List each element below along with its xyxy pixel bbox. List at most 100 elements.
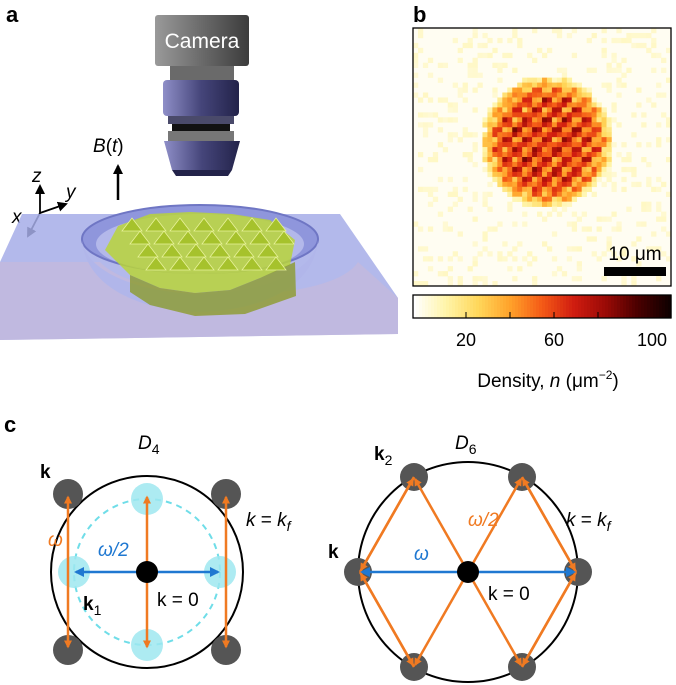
density-pixel — [482, 132, 488, 138]
density-pixel — [522, 77, 528, 83]
density-pixel — [492, 281, 498, 287]
density-pixel — [527, 82, 533, 88]
density-pixel — [631, 171, 637, 178]
density-pixel — [537, 166, 543, 173]
colorbar-cell — [419, 295, 423, 318]
density-pixel — [631, 32, 637, 39]
density-pixel — [581, 166, 587, 173]
density-pixel — [556, 147, 563, 153]
density-pixel — [497, 157, 503, 163]
density-pixel — [596, 142, 602, 148]
density-pixel — [457, 47, 463, 54]
density-pixel — [477, 42, 483, 49]
density-pixel — [432, 157, 439, 163]
density-pixel — [482, 137, 488, 143]
density-pixel — [507, 171, 513, 178]
density-pixel — [566, 196, 573, 202]
density-pixel — [462, 87, 468, 93]
density-pixel — [621, 186, 627, 193]
density-pixel — [532, 122, 538, 128]
density-pixel — [546, 171, 553, 178]
density-pixel — [566, 82, 573, 88]
axis-y-label: y — [64, 182, 77, 203]
density-pixel — [502, 52, 508, 59]
density-pixel — [537, 152, 543, 158]
colorbar-ticks — [465, 312, 599, 318]
density-pixel — [561, 77, 568, 83]
density-pixel — [542, 132, 548, 138]
density-pixel — [507, 176, 513, 183]
density-pixel — [556, 122, 563, 128]
density-pixel — [502, 186, 508, 193]
density-pixel — [606, 62, 612, 68]
density-pixel — [646, 176, 652, 183]
density-pixel — [641, 32, 647, 39]
density-pixel — [656, 201, 662, 207]
cyan-disk — [204, 556, 236, 588]
colorbar-cell — [473, 295, 477, 318]
density-pixel — [561, 186, 568, 193]
density-pixel — [487, 226, 493, 232]
density-pixel — [417, 47, 424, 54]
density-pixel — [621, 176, 627, 183]
density-pixel — [442, 221, 449, 227]
density-pixel — [616, 67, 622, 73]
density-pixel — [546, 181, 553, 188]
density-pixel — [656, 82, 662, 88]
colorbar-cell — [557, 295, 561, 318]
density-pixel — [621, 72, 627, 78]
density-pixel — [641, 201, 647, 207]
density-pixel — [621, 166, 627, 173]
density-pixel — [576, 132, 582, 138]
colorbar: 20 60 100 Density, n (μm−2) — [412, 294, 672, 392]
density-pixel — [571, 122, 578, 128]
density-pixel — [482, 191, 488, 197]
density-pixel — [507, 266, 513, 272]
density-pixel — [656, 92, 662, 98]
density-pixel — [532, 171, 538, 178]
density-pixel — [487, 171, 493, 178]
density-pixel — [482, 157, 488, 163]
density-pixel — [661, 181, 667, 188]
density-pixel — [571, 161, 578, 168]
colorbar-cell — [638, 295, 642, 318]
density-pixel — [497, 102, 503, 108]
density-pixel — [477, 276, 483, 282]
density-pixel — [417, 226, 424, 232]
density-pixel — [487, 251, 493, 257]
density-pixel — [427, 157, 434, 163]
density-pixel — [507, 127, 513, 133]
density-pixel — [537, 196, 543, 202]
density-pixel — [527, 77, 533, 83]
density-pixel — [561, 117, 568, 123]
density-pixel — [571, 191, 578, 197]
density-pixel — [556, 67, 563, 73]
density-pixel — [561, 161, 568, 168]
density-pixel — [586, 92, 592, 98]
density-pixel — [566, 186, 573, 193]
density-pixel — [497, 112, 503, 118]
density-pixel — [437, 271, 444, 277]
density-pixel — [507, 186, 513, 193]
density-pixel — [492, 117, 498, 123]
density-pixel — [517, 97, 523, 103]
density-pixel — [542, 176, 548, 183]
density-pixel — [566, 166, 573, 173]
density-pixel — [571, 276, 578, 282]
density-pixel — [432, 112, 439, 118]
density-pixel — [532, 256, 538, 262]
density-pixel — [576, 276, 582, 282]
density-pixel — [611, 102, 617, 108]
density-pixel — [522, 166, 528, 173]
cloud-peak — [225, 230, 247, 245]
density-pixel — [551, 117, 558, 123]
density-pixel — [532, 28, 538, 34]
density-pixel — [666, 191, 672, 197]
density-pixel — [497, 176, 503, 183]
density-pixel — [472, 28, 478, 34]
density-pixel — [482, 52, 488, 59]
density-pixel — [512, 87, 518, 93]
density-pixel — [561, 122, 568, 128]
panel-b: b 10 μm 20 60 100 Density, n (μm−2) — [412, 2, 672, 392]
density-pixel — [422, 281, 429, 287]
